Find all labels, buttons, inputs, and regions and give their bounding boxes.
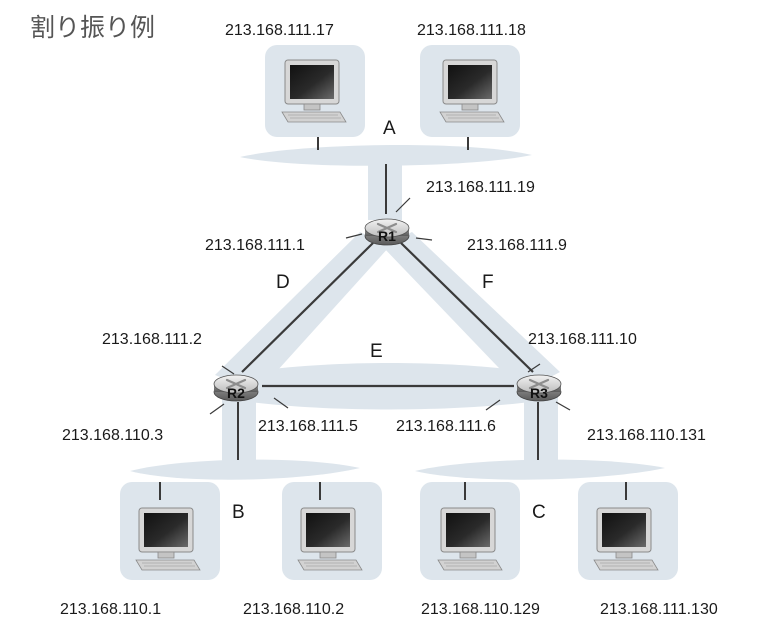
- segment-f-label: F: [482, 272, 494, 293]
- host-b1-computer-icon: [135, 507, 201, 571]
- router-r1-label: R1: [378, 228, 396, 244]
- ip-host-a1: 213.168.111.17: [225, 22, 334, 39]
- router-r3-label: R3: [530, 385, 548, 401]
- ip-host-a2: 213.168.111.18: [417, 22, 526, 39]
- ip-r2-segment-e: 213.168.111.5: [258, 418, 358, 435]
- host-c2-computer-icon: [593, 507, 659, 571]
- ip-host-b2: 213.168.110.2: [243, 601, 344, 618]
- ip-r3-segment-f: 213.168.111.10: [528, 331, 637, 348]
- ip-r3-segment-e: 213.168.111.6: [396, 418, 496, 435]
- ip-host-b1: 213.168.110.1: [60, 601, 161, 618]
- ip-r2-segment-b: 213.168.110.3: [62, 427, 163, 444]
- host-a2-computer-icon: [439, 59, 505, 123]
- segment-b-area: [130, 459, 360, 480]
- interface-ticks: [209, 197, 571, 415]
- segment-c-area: [415, 459, 665, 480]
- wiring: [159, 137, 627, 500]
- segment-d-label: D: [276, 272, 290, 293]
- ip-r1-segment-d: 213.168.111.1: [205, 237, 305, 254]
- ip-r1-segment-f: 213.168.111.9: [467, 237, 567, 254]
- ip-r2-segment-d: 213.168.111.2: [102, 331, 202, 348]
- ip-host-c1: 213.168.110.129: [421, 601, 540, 618]
- network-shading: [120, 45, 678, 580]
- segment-b-label: B: [232, 502, 245, 523]
- segment-c-label: C: [532, 502, 546, 523]
- host-a1-computer-icon: [281, 59, 347, 123]
- ip-r3-segment-c: 213.168.110.131: [587, 427, 706, 444]
- router-r2-label: R2: [227, 385, 245, 401]
- ip-r1-segment-a: 213.168.111.19: [426, 179, 535, 196]
- router-r1: R1: [363, 217, 411, 247]
- host-c1-computer-icon: [437, 507, 503, 571]
- diagram-title: 割り振り例: [30, 13, 155, 42]
- segment-a-area: [240, 145, 532, 166]
- router-r2: R2: [212, 373, 260, 403]
- ip-host-c2: 213.168.111.130: [600, 601, 718, 618]
- segment-e-label: E: [370, 341, 383, 362]
- host-b2-computer-icon: [297, 507, 363, 571]
- segment-a-label: A: [383, 118, 396, 139]
- router-r3: R3: [515, 373, 563, 403]
